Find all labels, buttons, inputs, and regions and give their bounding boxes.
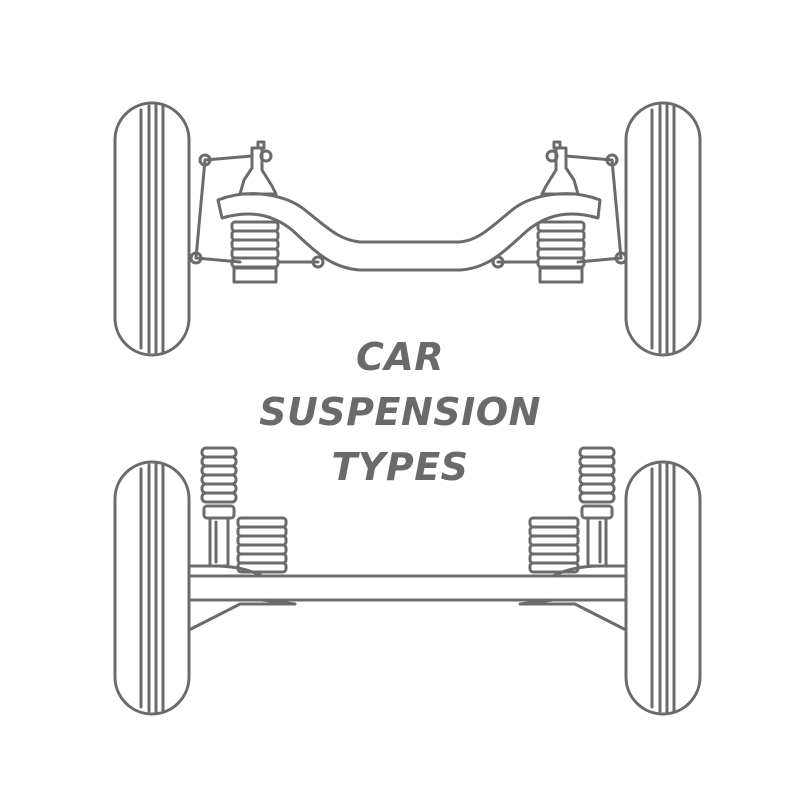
wheel-bottom-left	[113, 460, 191, 716]
shock-absorber-right	[578, 446, 616, 568]
subframe-crossmember	[216, 192, 602, 272]
title-line-2: SUSPENSION	[259, 390, 541, 434]
wheel-bottom-right	[624, 460, 702, 716]
coil-spring-bottom-right	[528, 516, 580, 574]
coil-spring-top-left	[230, 220, 325, 284]
solid-axle-diagram	[113, 446, 702, 716]
title-line-3: TYPES	[331, 445, 469, 489]
wheel-top-right	[624, 101, 702, 357]
upright-left	[189, 140, 278, 265]
coil-spring-top-right	[491, 220, 586, 284]
upright-right	[540, 140, 628, 265]
wheel-top-left	[113, 101, 191, 357]
axle-beam	[187, 564, 628, 632]
independent-suspension-diagram	[113, 101, 702, 357]
title-line-1: CAR	[355, 335, 445, 379]
coil-spring-bottom-left	[236, 516, 288, 574]
shock-absorber-left	[200, 446, 238, 568]
